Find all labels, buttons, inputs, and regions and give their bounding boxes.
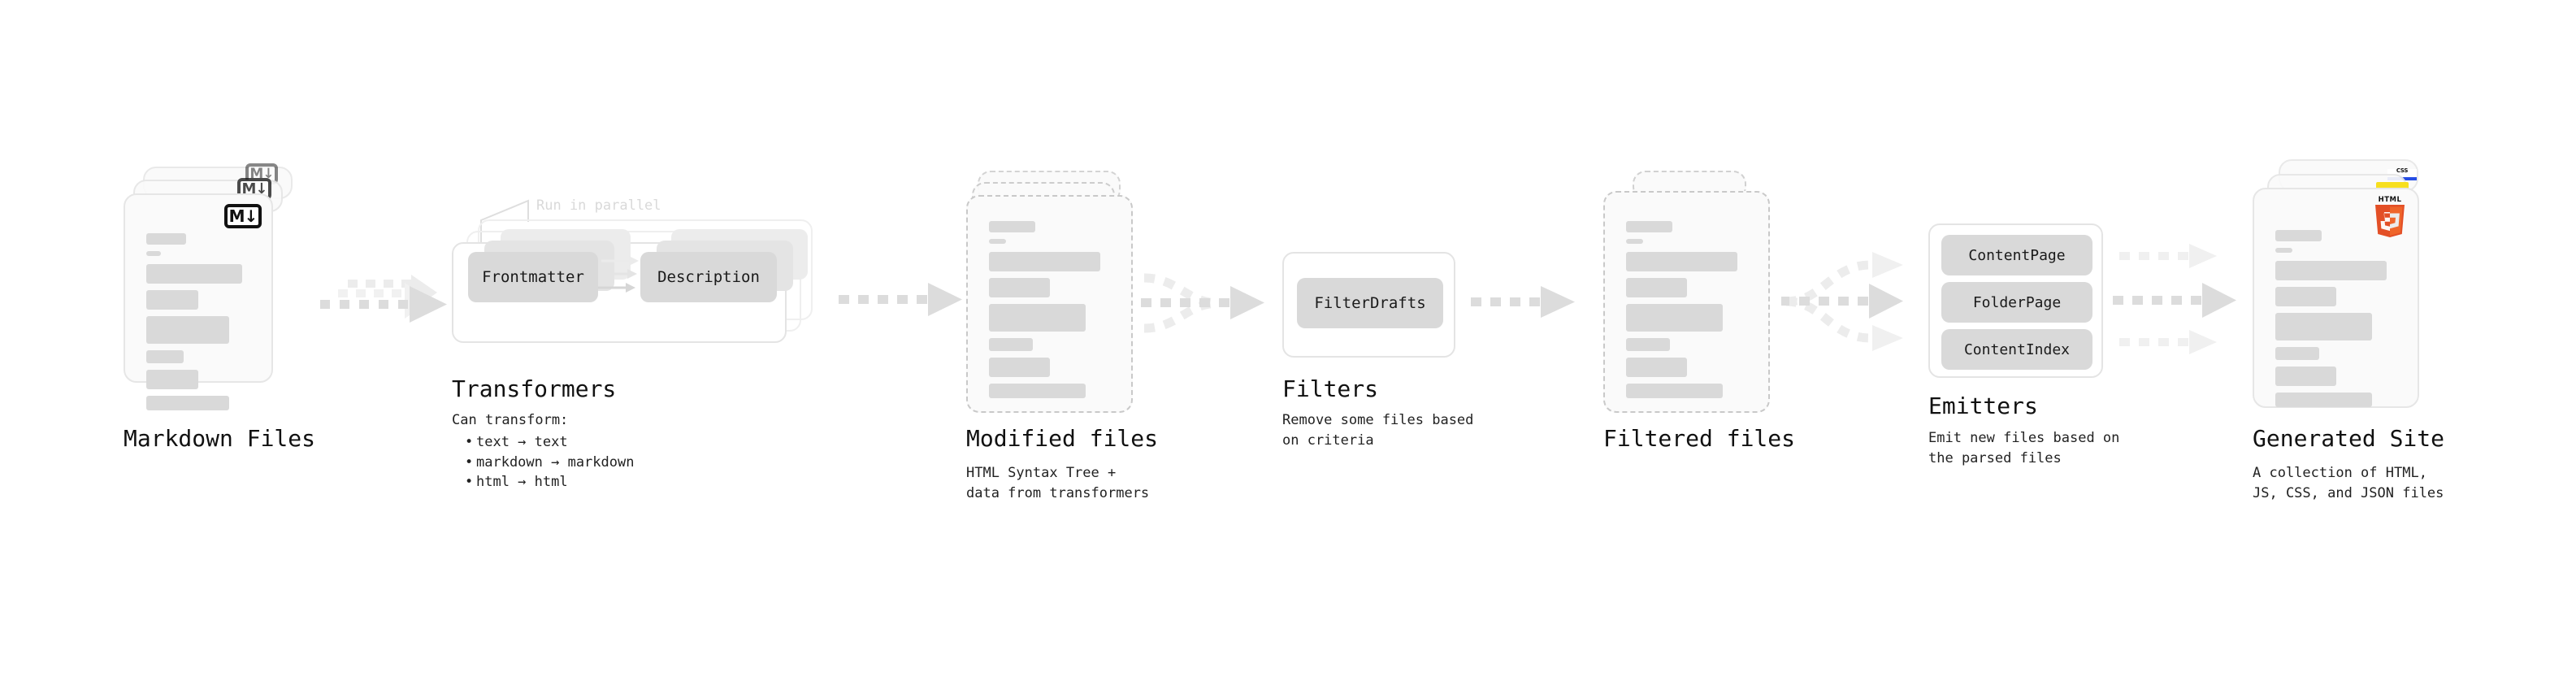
transformers-subtitle-list: text → text markdown → markdown html → h… <box>465 432 634 492</box>
arrow-markdown-to-transformers <box>320 275 447 323</box>
run-in-parallel-bracket <box>480 199 529 246</box>
description-chip[interactable]: Description <box>640 252 777 302</box>
generated-site-title: Generated Site <box>2253 425 2445 452</box>
transformers-title: Transformers <box>452 375 617 402</box>
markdown-files-title: Markdown Files <box>124 425 316 452</box>
emitters-title: Emitters <box>1928 393 2038 419</box>
html5-icon: HTML <box>2375 196 2405 237</box>
filters-title: Filters <box>1282 375 1379 402</box>
filterdrafts-chip[interactable]: FilterDrafts <box>1297 278 1443 328</box>
markdown-card-skeleton <box>146 233 250 410</box>
frontmatter-chip[interactable]: Frontmatter <box>468 252 598 302</box>
modified-card-skeleton <box>989 221 1110 398</box>
filtered-card-front <box>1603 191 1770 413</box>
modified-card-front <box>966 195 1133 413</box>
filtered-card-skeleton <box>1626 221 1747 398</box>
modified-files-subtitle: HTML Syntax Tree + data from transformer… <box>966 465 1150 501</box>
arrow-transformers-to-modified <box>839 283 962 316</box>
markdown-badge-front: M↓ <box>224 204 262 228</box>
generated-site-subtitle: A collection of HTML, JS, CSS, and JSON … <box>2253 465 2444 501</box>
arrow-emitters-to-site <box>2113 244 2236 354</box>
transformers-list-item-1: markdown → markdown <box>465 453 634 473</box>
emitters-box: ContentPage FolderPage ContentIndex <box>1928 223 2103 378</box>
transformers-list-item-0: text → text <box>465 432 634 453</box>
arrow-filters-to-filtered <box>1471 286 1575 318</box>
run-in-parallel-label: Run in parallel <box>536 197 661 214</box>
site-card-skeleton <box>2275 230 2396 407</box>
filtered-files-title: Filtered files <box>1603 425 1796 452</box>
markdown-card-front: M↓ <box>124 193 273 410</box>
filters-subtitle: Remove some files based on criteria <box>1282 412 1474 449</box>
transformers-list-item-2: html → html <box>465 472 634 492</box>
site-card-front: HTML <box>2253 188 2419 408</box>
filters-box: FilterDrafts <box>1282 252 1455 358</box>
folderpage-chip[interactable]: FolderPage <box>1941 282 2092 323</box>
transformers-subtitle-intro: Can transform: <box>452 412 569 428</box>
svg-text:HTML: HTML <box>2379 196 2402 204</box>
arrow-modified-to-filters <box>1141 273 1264 333</box>
contentpage-chip[interactable]: ContentPage <box>1941 235 2092 275</box>
contentindex-chip[interactable]: ContentIndex <box>1941 329 2092 370</box>
arrow-filtered-to-emitters <box>1781 252 1903 351</box>
emitters-subtitle: Emit new files based on the parsed files <box>1928 430 2120 466</box>
modified-files-title: Modified files <box>966 425 1159 452</box>
css-badge-label: CSS <box>2396 167 2409 174</box>
transformer-inner-arrows <box>598 256 639 293</box>
